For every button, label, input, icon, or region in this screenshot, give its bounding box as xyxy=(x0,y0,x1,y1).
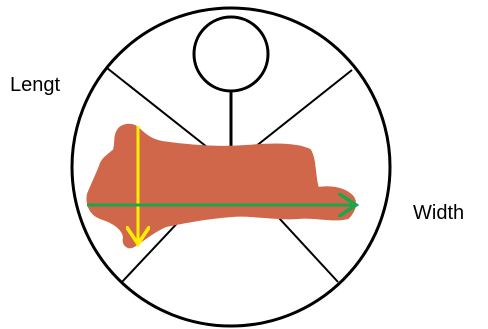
figure-head xyxy=(194,17,268,91)
length-label: Lengt xyxy=(10,74,60,96)
width-label: Width xyxy=(413,202,464,224)
